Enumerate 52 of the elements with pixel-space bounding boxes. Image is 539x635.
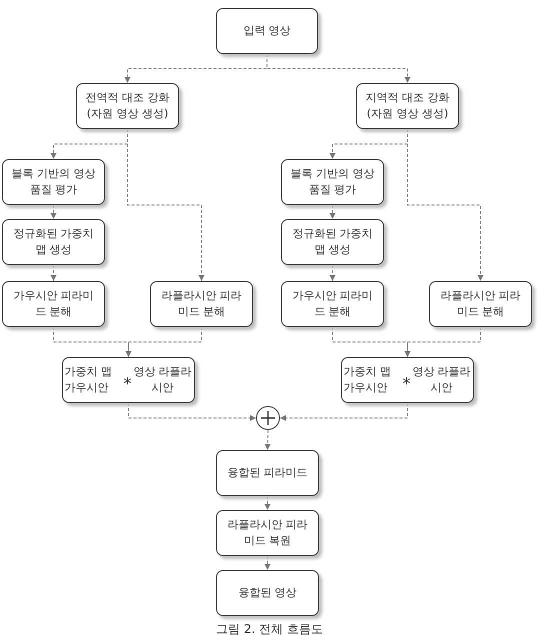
connector-arrow <box>404 326 481 358</box>
connector-arrow <box>264 496 270 510</box>
node-text: 라플라시안 피라미드 분해 <box>439 288 522 320</box>
process-box <box>2 159 105 205</box>
multiply-sign: * <box>402 373 412 396</box>
process-box <box>76 83 179 129</box>
process-box <box>356 83 459 129</box>
connector-arrow <box>264 556 270 570</box>
node-text: 가중치 맵 가우시안 <box>344 364 392 396</box>
process-box <box>216 8 318 54</box>
node-text: 가중치 맵 가우시안 <box>64 364 113 396</box>
connector-arrow <box>128 402 256 421</box>
process-box <box>216 450 319 496</box>
process-box <box>2 281 105 327</box>
process-box <box>341 357 474 403</box>
connector-arrow <box>127 128 204 282</box>
process-box <box>429 281 532 327</box>
process-box <box>150 281 253 327</box>
node-text: 영상 라플라시안 <box>132 364 192 396</box>
process-box <box>62 357 195 403</box>
node-text: 전역적 대조 강화 (자원 영상 생성) <box>84 90 170 122</box>
multiply-sign: * <box>122 373 132 396</box>
node-text: 블록 기반의 영상 품질 평가 <box>290 166 376 198</box>
process-box <box>216 510 319 556</box>
process-box <box>281 219 384 265</box>
sum-circle <box>256 406 280 430</box>
connector-arrow <box>330 204 336 220</box>
node-text: 가우시안 피라미드 분해 <box>12 288 95 320</box>
node-text: 융합된 피라미드 <box>226 465 309 481</box>
connector-arrow <box>330 264 336 282</box>
node-text: 라플라시안 피라미드 복원 <box>226 517 309 549</box>
connector-arrow <box>264 430 271 450</box>
connector-arrow <box>266 54 410 84</box>
connector-arrow <box>126 326 202 358</box>
node-text: 입력 영상 <box>242 23 292 39</box>
node-text: 정규화된 가중치 맵 생성 <box>291 226 374 258</box>
process-box <box>281 159 384 205</box>
node-text: 지역적 대조 강화 (자원 영상 생성) <box>364 90 450 122</box>
connector-arrow <box>50 264 56 282</box>
process-box <box>281 281 384 327</box>
node-text: 가우시안 피라미드 분해 <box>291 288 374 320</box>
connector-arrow <box>50 204 56 220</box>
node-text: 정규화된 가중치 맵 생성 <box>12 226 95 258</box>
process-box <box>216 570 319 616</box>
connector-arrow <box>280 402 408 421</box>
node-text: 영상 라플라시안 <box>412 364 472 396</box>
figure-caption: 그림 2. 전체 흐름도 <box>215 621 324 635</box>
connector-arrow <box>407 128 484 282</box>
node-text: 융합된 영상 <box>237 585 298 601</box>
node-text: 라플라시안 피라미드 분해 <box>160 288 243 320</box>
process-box <box>2 219 105 265</box>
node-text: 블록 기반의 영상 품질 평가 <box>10 166 96 198</box>
